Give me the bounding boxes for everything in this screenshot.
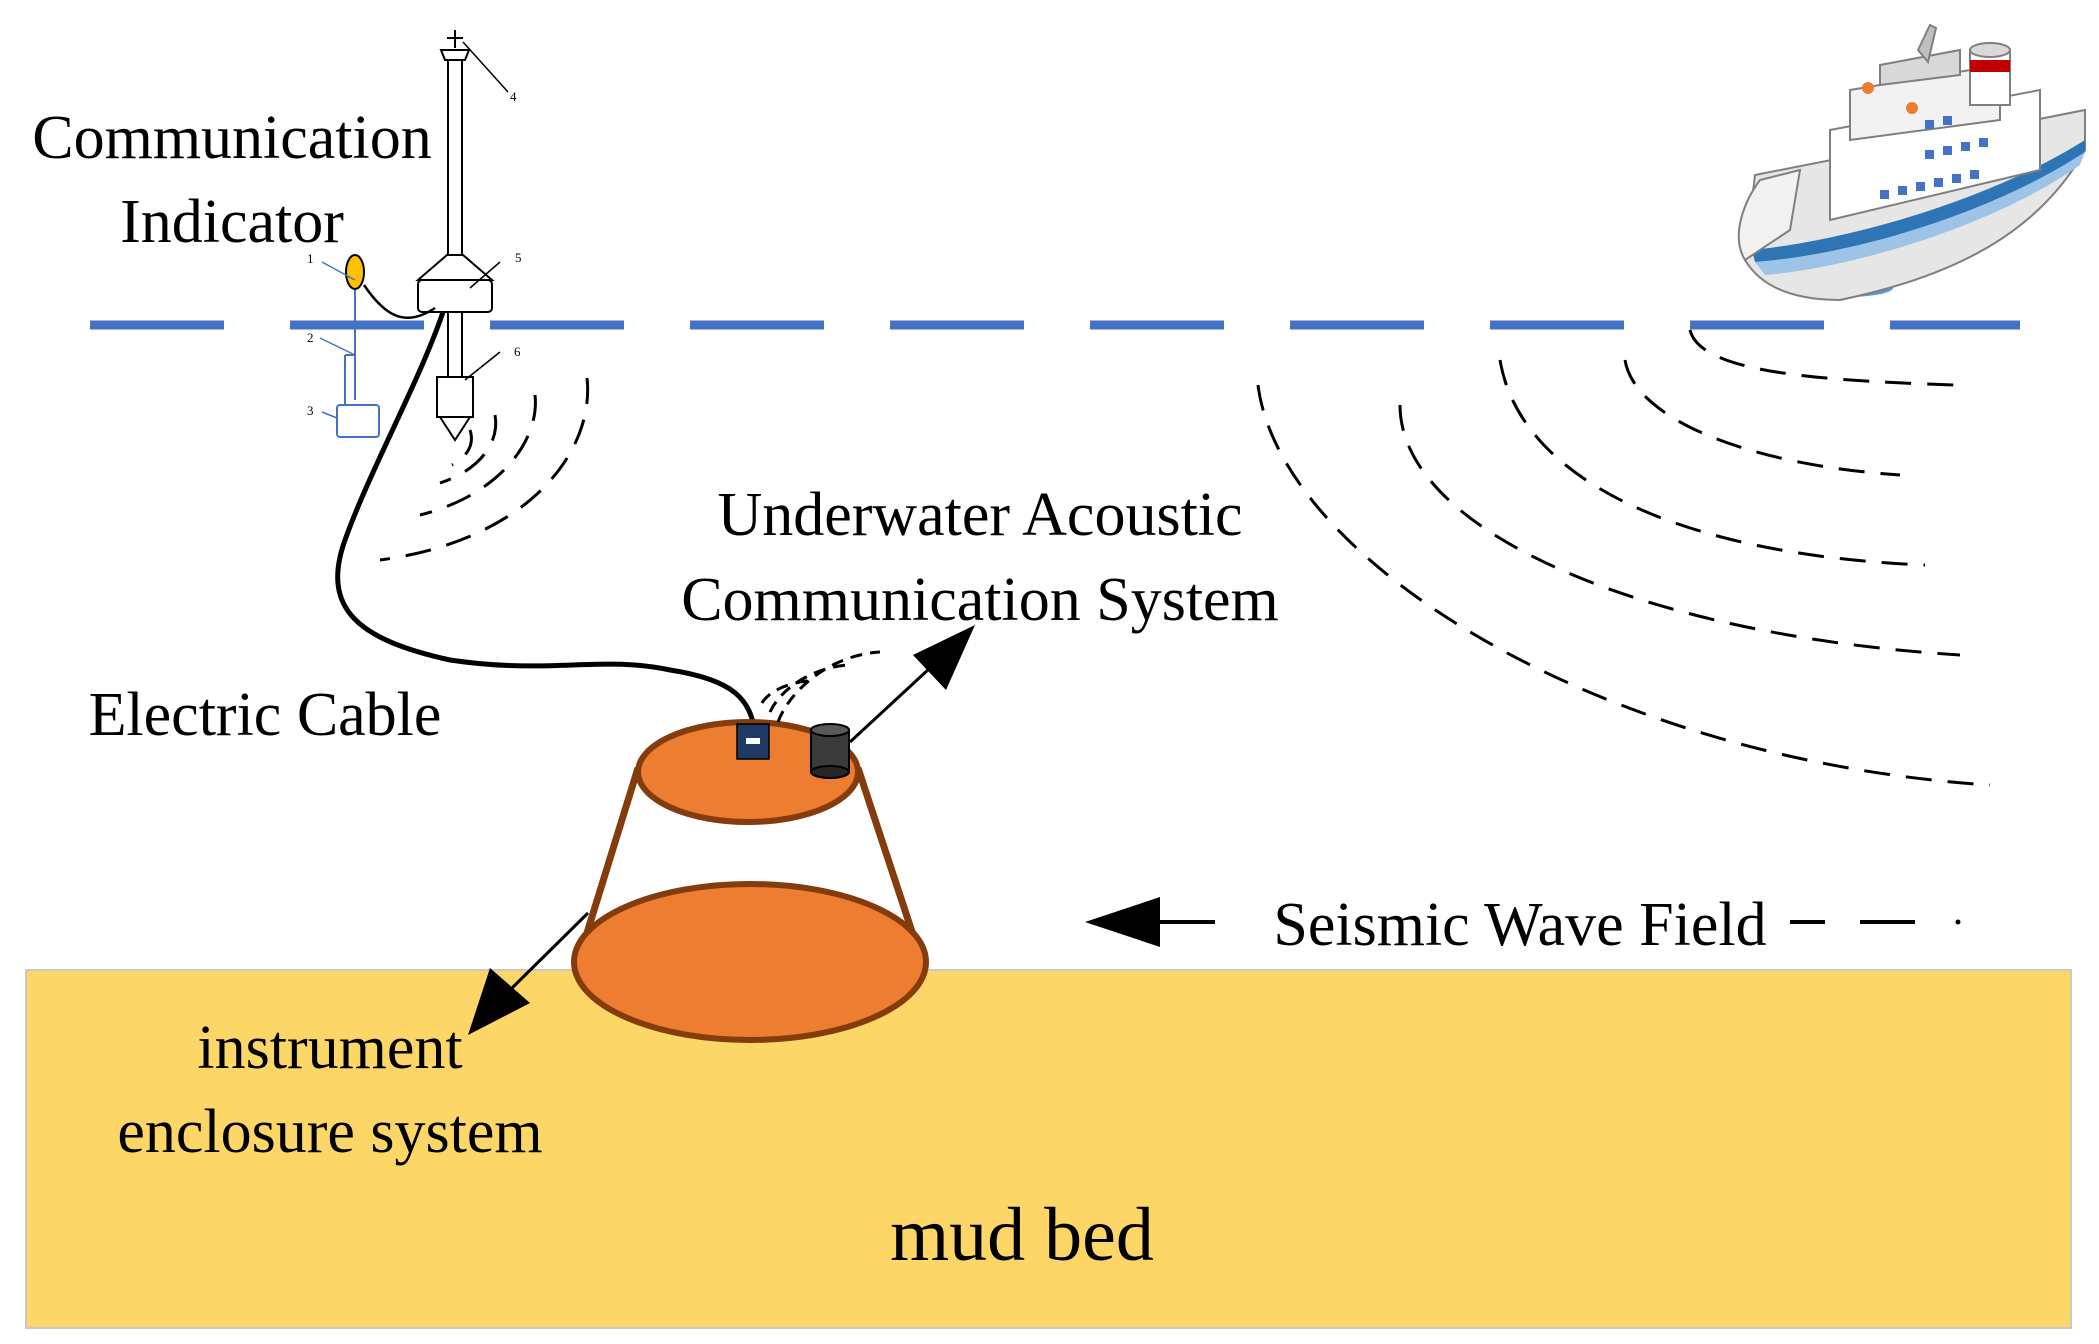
cable-connector-icon [736,723,770,760]
enclosure-arrow [468,911,590,1035]
mud-bed-label: mud bed [890,1193,1154,1277]
enclosure-label-line1: instrument [197,1014,462,1082]
transducer-acoustic-waves [760,650,881,723]
buoy-number-5: 5 [515,250,522,265]
seismic-wave-arcs [1256,329,1991,787]
acoustic-system-label-line1: Underwater Acoustic [717,481,1242,549]
acoustic-transducer-icon [810,723,850,779]
buoy-number-2: 2 [307,330,314,345]
seismic-arrow [1085,897,1961,947]
indicator-light-icon [345,254,365,290]
seismic-wave-field-label: Seismic Wave Field [1273,891,1766,959]
instrument-enclosure [571,719,929,1043]
enclosure-label-line2: enclosure system [117,1098,542,1166]
communication-indicator-label-line2: Indicator [120,188,344,256]
buoy-icon [415,30,509,442]
acoustic-system-label-line2: Communication System [681,566,1279,634]
ship-icon [1737,23,2086,302]
communication-indicator-label-line1: Communication [32,104,432,172]
acoustic-system-arrow [848,625,975,744]
mud-bed [25,969,2072,1329]
electric-cable-label: Electric Cable [89,681,442,749]
buoy-number-4: 4 [510,89,517,104]
buoy-number-6: 6 [514,344,521,359]
buoy-number-1: 1 [307,251,314,266]
buoy-acoustic-waves [379,377,590,562]
electric-cable [335,311,758,733]
indicator-light-assembly [319,254,436,438]
buoy-number-3: 3 [307,403,314,418]
